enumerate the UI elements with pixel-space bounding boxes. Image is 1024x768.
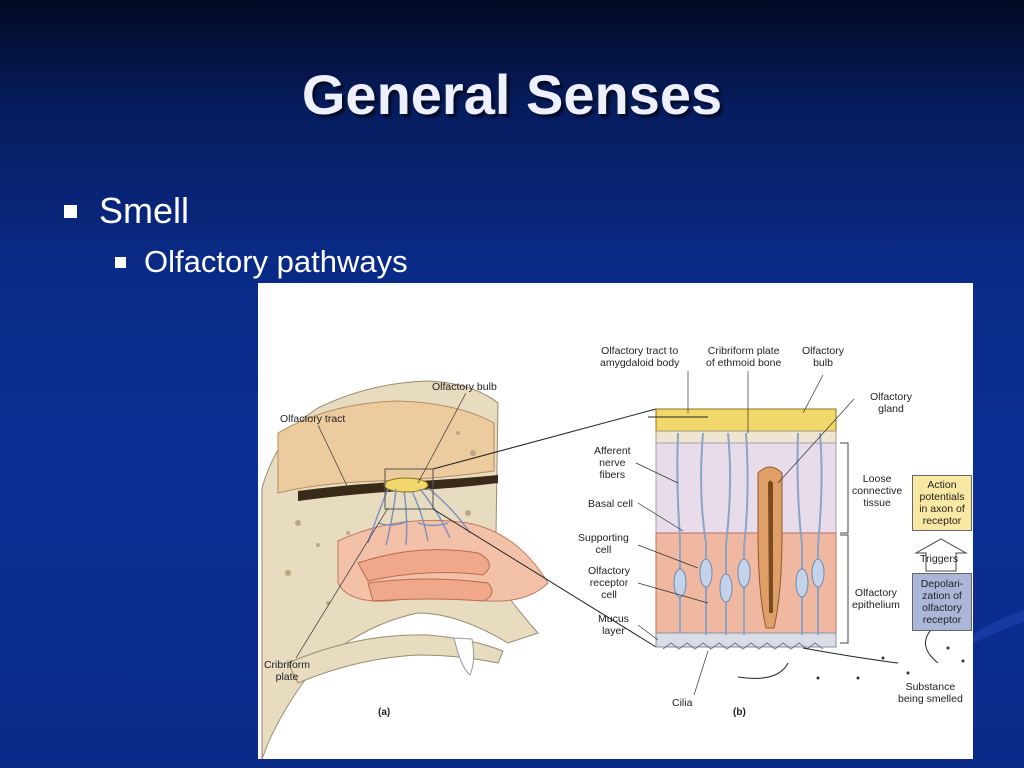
label-olfactory-epithelium: Olfactory epithelium [852,587,900,611]
label-basal-cell: Basal cell [588,498,633,510]
label-afferent-nerve-fibers: Afferent nerve fibers [594,445,631,481]
bullet-smell: Smell [64,190,189,232]
epithelium-magnified-drawing [295,371,968,696]
action-potentials-box: Action potentials in axon of receptor [912,475,972,531]
label-supporting-cell: Supporting cell [578,532,629,556]
label-mucus-layer: Mucus layer [598,613,629,637]
label-olfactory-receptor-cell: Olfactory receptor cell [588,565,631,601]
label-olfactory-bulb-b: Olfactory bulb [802,345,845,369]
bullet-smell-text: Smell [99,190,190,231]
square-bullet-icon [64,204,77,218]
label-olfactory-bulb-a: Olfactory bulb [432,381,497,393]
head-section-drawing [261,380,657,759]
label-cribriform-ethmoid: Cribriform plate of ethmoid bone [706,345,782,369]
label-panel-a: (a) [378,707,391,718]
label-cilia: Cilia [672,697,693,709]
bullet-olfactory-pathways: Olfactory pathways [115,244,408,280]
label-cribriform-plate-a: Cribriform plate [263,659,311,683]
label-tract-to-amygdaloid: Olfactory tract to amygdaloid body [600,345,680,369]
decorative-swoosh [964,610,1024,648]
depolarization-box: Depolari- zation of olfactory receptor [912,573,972,631]
bullet-olfactory-pathways-text: Olfactory pathways [144,244,408,279]
label-triggers: Triggers [920,553,959,565]
square-bullet-icon [115,256,126,268]
olfactory-illustration [261,371,968,759]
label-panel-b: (b) [733,707,746,718]
label-loose-connective-tissue: Loose connective tissue [852,473,903,509]
label-olfactory-tract-a: Olfactory tract [280,413,346,425]
slide-title: General Senses [301,63,723,126]
label-olfactory-gland: Olfactory gland [870,391,913,415]
olfactory-pathway-figure: Olfactory bulb Olfactory tract Cribrifor… [258,283,973,759]
label-substance-smelled: Substance being smelled [898,681,963,705]
